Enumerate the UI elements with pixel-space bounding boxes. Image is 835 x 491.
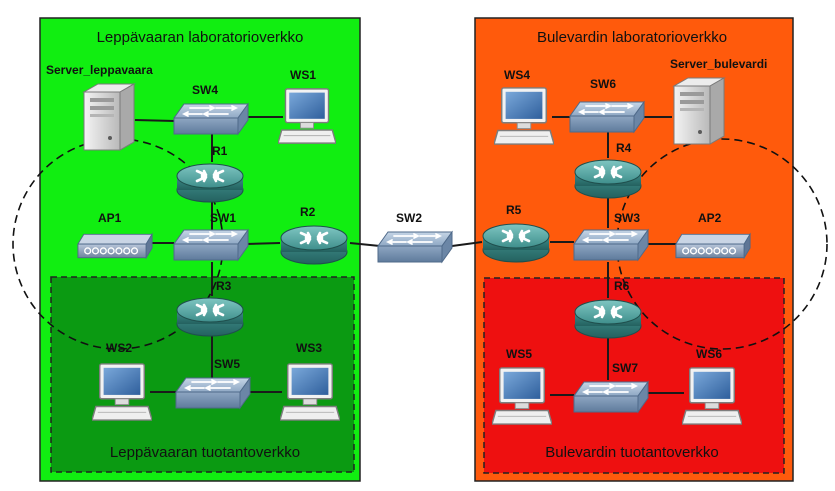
node-label-server-bulevardi: Server_bulevardi	[670, 57, 767, 71]
zone-title-bulevardi-lab: Bulevardin laboratorioverkko	[537, 29, 727, 46]
node-label-r5: R5	[506, 203, 522, 217]
zone-title-leppavaara-prod: Leppävaaran tuotantoverkko	[110, 444, 300, 461]
links	[134, 116, 684, 396]
router-icon[interactable]	[175, 296, 245, 338]
node-label-ws3: WS3	[296, 341, 322, 355]
router-icon[interactable]	[175, 162, 245, 204]
node-label-sw7: SW7	[612, 361, 638, 375]
node-label-server-leppavaara: Server_leppavaara	[46, 63, 153, 77]
node-label-r4: R4	[616, 141, 632, 155]
node-label-ws5: WS5	[506, 347, 532, 361]
node-label-r1: R1	[212, 144, 228, 158]
link-server-leppavaara-sw4	[134, 119, 176, 122]
link-sw1-r2	[245, 242, 281, 245]
switch-icon[interactable]	[573, 381, 649, 413]
switch-icon[interactable]	[377, 231, 453, 263]
switch-icon[interactable]	[175, 377, 251, 409]
router-icon[interactable]	[573, 158, 643, 200]
zone-title-leppavaara-lab: Leppävaaran laboratorioverkko	[97, 29, 304, 46]
workstation-icon[interactable]	[682, 367, 742, 425]
link-sw2-r5	[451, 241, 483, 247]
switch-icon[interactable]	[173, 103, 249, 135]
zone-title-bulevardi-prod: Bulevardin tuotantoverkko	[545, 444, 718, 461]
access-point-icon[interactable]	[675, 233, 751, 259]
access-point-icon[interactable]	[77, 233, 153, 259]
switch-icon[interactable]	[173, 229, 249, 261]
node-label-r2: R2	[300, 205, 316, 219]
node-label-r3: R3	[216, 279, 232, 293]
node-label-ws4: WS4	[504, 68, 530, 82]
router-icon[interactable]	[573, 298, 643, 340]
switch-icon[interactable]	[569, 101, 645, 133]
node-label-ws2: WS2	[106, 341, 132, 355]
node-label-r6: R6	[614, 279, 630, 293]
node-label-sw3: SW3	[614, 211, 640, 225]
node-label-ws1: WS1	[290, 68, 316, 82]
switch-icon[interactable]	[573, 229, 649, 261]
server-icon[interactable]	[83, 83, 135, 151]
workstation-icon[interactable]	[492, 367, 552, 425]
server-icon[interactable]	[673, 77, 725, 145]
node-label-ap1: AP1	[98, 211, 122, 225]
node-label-sw4: SW4	[192, 83, 218, 97]
workstation-icon[interactable]	[494, 87, 554, 145]
node-label-sw1: SW1	[210, 211, 236, 225]
router-icon[interactable]	[279, 224, 349, 266]
workstation-icon[interactable]	[280, 363, 340, 421]
workstation-icon[interactable]	[92, 363, 152, 421]
node-label-sw5: SW5	[214, 357, 240, 371]
node-label-sw2: SW2	[396, 211, 422, 225]
node-label-ws6: WS6	[696, 347, 722, 361]
link-r2-sw2	[349, 242, 381, 247]
workstation-icon[interactable]	[278, 88, 336, 144]
node-label-ap2: AP2	[698, 211, 722, 225]
node-label-sw6: SW6	[590, 77, 616, 91]
router-icon[interactable]	[481, 222, 551, 264]
